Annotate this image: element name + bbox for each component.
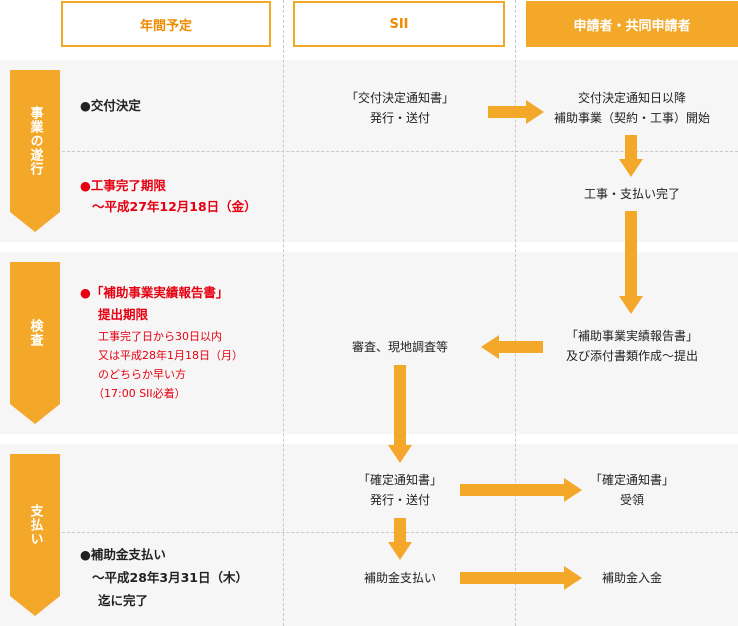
schedule-payment-until: 迄に完了 xyxy=(98,593,149,608)
applicant-grant-receipt: 補助金入金 xyxy=(601,571,662,585)
header-sii: SII xyxy=(293,1,505,47)
row-divider-1 xyxy=(62,151,738,152)
sii-grant-notice-title: 「交付決定通知書」 xyxy=(345,91,454,105)
column-divider-2 xyxy=(515,0,516,626)
arrow-down-review-to-confirmation xyxy=(388,365,412,463)
phase-payment-label: 支払い xyxy=(27,504,43,546)
arrow-left-report-to-review xyxy=(481,335,543,359)
schedule-completion-deadline-title: ●工事完了期限 xyxy=(80,178,166,193)
arrow-right-notice-to-start xyxy=(488,100,544,124)
applicant-report-submission: 「補助事業実績報告書」 及び添付書類作成～提出 xyxy=(526,326,738,366)
applicant-project-start-line-1: 交付決定通知日以降 xyxy=(577,91,686,105)
arrow-down-confirmation-to-payment xyxy=(388,518,412,560)
header-applicant: 申請者・共同申請者 xyxy=(526,1,738,47)
phase-inspection: 検査 xyxy=(10,262,60,424)
header-schedule: 年間予定 xyxy=(61,1,271,47)
sii-confirmation-notice-title: 「確定通知書」 xyxy=(357,473,442,487)
phase-execution-label: 事業の遂行 xyxy=(27,106,43,176)
arrow-right-payment-to-receipt xyxy=(460,566,582,590)
schedule-payment-date: ～平成28年3月31日（木） xyxy=(92,570,248,585)
applicant-confirmation-receipt: 「確定通知書」 受領 xyxy=(526,470,738,510)
band-payment xyxy=(0,444,738,626)
sii-grant-notice: 「交付決定通知書」 発行・送付 xyxy=(310,88,490,128)
sii-confirmation-notice: 「確定通知書」 発行・送付 xyxy=(310,470,490,510)
schedule-report-note-1: 工事完了日から30日以内 xyxy=(98,330,222,343)
schedule-completion-deadline-date: ～平成27年12月18日（金） xyxy=(92,199,257,214)
band-inspection xyxy=(0,252,738,434)
phase-inspection-label: 検査 xyxy=(27,319,43,347)
applicant-report-submission-line-1: 「補助事業実績報告書」 xyxy=(565,329,698,343)
sii-review: 審査、現地調査等 xyxy=(351,340,448,354)
schedule-report-note-4: （17:00 SII必着） xyxy=(93,387,186,400)
applicant-project-start: 交付決定通知日以降 補助事業（契約・工事）開始 xyxy=(526,88,738,128)
phase-execution: 事業の遂行 xyxy=(10,70,60,232)
schedule-grant-decision: ●交付決定 xyxy=(80,98,141,113)
schedule-report-deadline: 提出期限 xyxy=(98,307,149,322)
arrow-down-complete-to-report xyxy=(619,211,643,314)
applicant-report-submission-line-2: 及び添付書類作成～提出 xyxy=(565,349,698,363)
applicant-project-start-line-2: 補助事業（契約・工事）開始 xyxy=(553,111,710,125)
schedule-payment-title: ●補助金支払い xyxy=(80,547,166,562)
applicant-confirmation-receipt-line-1: 「確定通知書」 xyxy=(589,473,674,487)
phase-payment: 支払い xyxy=(10,454,60,616)
sii-confirmation-notice-action: 発行・送付 xyxy=(369,493,430,507)
sii-payment: 補助金支払い xyxy=(363,571,436,585)
schedule-report-note-3: のどちらか早い方 xyxy=(98,368,186,381)
schedule-report-note-2: 又は平成28年1月18日（月） xyxy=(98,349,243,362)
schedule-report-title: ●「補助事業実績報告書」 xyxy=(80,285,229,300)
sii-grant-notice-action: 発行・送付 xyxy=(369,111,430,125)
applicant-work-complete: 工事・支払い完了 xyxy=(583,187,680,201)
column-divider-1 xyxy=(283,0,284,626)
arrow-right-confirmation-to-receipt xyxy=(460,478,582,502)
applicant-confirmation-receipt-line-2: 受領 xyxy=(619,493,644,507)
arrow-down-start-to-complete xyxy=(619,135,643,177)
